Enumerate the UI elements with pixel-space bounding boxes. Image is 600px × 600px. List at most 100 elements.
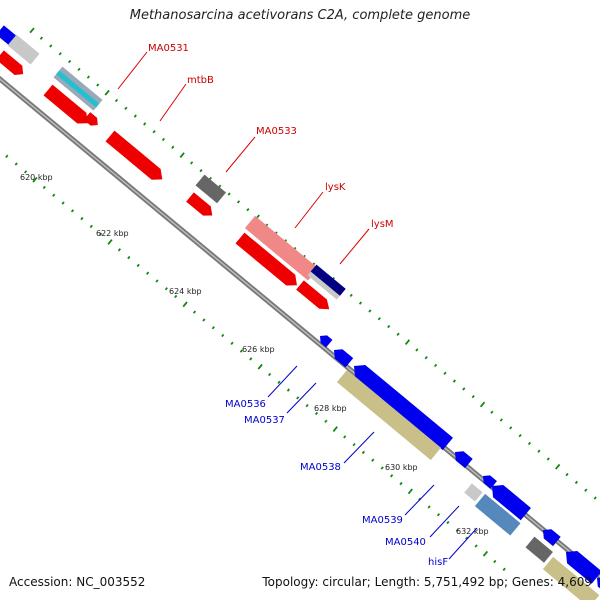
tick-mark [77,67,81,71]
tick-mark [146,271,150,275]
tick-mark [493,559,497,564]
tick-mark [555,463,561,470]
tick-mark [343,435,347,439]
tick-mark [455,528,459,532]
forward-label-leaders [117,51,370,265]
tick-mark [537,449,541,453]
tick-mark [377,317,381,321]
tick-mark [68,59,72,64]
tick-mark [174,294,178,299]
tick-mark [114,98,119,103]
gene-feature[interactable] [195,174,227,204]
gene-feature[interactable] [186,192,216,220]
tick-mark [164,287,168,291]
tick-mark [509,426,513,430]
gene-label-ma0537: MA0537 [244,415,285,426]
gene-feature[interactable] [561,546,600,584]
gene-feature[interactable] [480,472,497,489]
gene-feature[interactable] [83,112,101,129]
tick-mark [452,379,456,383]
tick-mark [499,418,503,422]
gene-feature[interactable] [0,50,27,78]
tick-mark [268,372,272,377]
gene-feature[interactable] [539,525,561,547]
scale-label-622: 622 kbp [96,229,129,238]
tick-mark [296,396,300,400]
tick-mark [230,341,234,345]
tick-mark [286,388,290,392]
reverse-label-leaders [267,365,478,560]
tick-mark [361,450,365,455]
tick-mark [14,162,18,166]
tick-mark [277,380,281,384]
tick-mark [133,114,137,118]
tick-mark [446,520,450,525]
gene-feature[interactable] [43,84,93,129]
gene-feature[interactable] [451,447,473,469]
tick-mark [482,550,489,557]
tick-mark [462,387,466,391]
tick-mark [202,318,206,322]
tick-mark [155,279,159,283]
gene-feature[interactable] [296,280,333,314]
genome-summary: Topology: circular; Length: 5,751,492 bp… [262,575,592,589]
tick-mark [182,301,188,308]
gene-label-ma0538: MA0538 [300,462,341,473]
tick-mark [39,36,43,40]
tick-mark [61,201,65,205]
tick-mark [117,248,121,252]
tick-mark [465,536,469,540]
accession-text: Accession: NC_003552 [9,575,146,589]
tick-mark [52,193,56,197]
gene-feature[interactable] [7,34,40,65]
gene-feature[interactable] [349,360,453,451]
tick-mark [161,137,166,142]
forward-strand-features [0,25,346,314]
gene-label-ma0531: MA0531 [148,43,189,54]
scale-label-628: 628 kbp [314,404,347,413]
tick-mark [32,176,38,183]
tick-mark [104,89,110,96]
tick-mark [239,349,243,353]
tick-mark [424,356,428,360]
gene-label-ma0539: MA0539 [362,515,403,526]
tick-mark [49,44,53,48]
tick-mark [249,357,253,361]
tick-mark [192,310,197,314]
gene-feature[interactable] [235,232,302,291]
tick-mark [171,145,175,149]
gene-feature[interactable] [307,264,346,300]
tick-mark [136,263,140,268]
scale-label-624: 624 kbp [169,287,202,296]
gene-feature[interactable] [330,345,354,368]
tick-mark [436,513,441,517]
gene-feature[interactable] [244,215,319,281]
gene-feature[interactable] [105,130,167,185]
tick-mark [127,255,131,260]
tick-mark [324,419,328,423]
tick-mark [396,332,400,336]
tick-mark [89,224,93,229]
gene-label-lysm: lysM [371,219,394,230]
tick-mark [221,333,225,338]
tick-mark [415,348,419,352]
tick-mark [527,441,532,446]
tick-mark [546,457,550,461]
tick-mark [474,544,478,548]
tick-mark [24,170,28,174]
tick-mark [80,216,84,221]
gene-feature[interactable] [525,536,553,563]
tick-mark [434,363,438,368]
gene-feature[interactable] [53,66,103,111]
tick-mark [399,481,403,486]
gene-feature[interactable] [542,556,600,600]
gene-feature[interactable] [464,483,483,502]
gene-feature[interactable] [317,332,333,348]
tick-mark [479,401,486,408]
tick-mark [368,309,372,313]
gene-feature[interactable] [487,480,531,521]
tick-mark [390,474,394,478]
tick-mark [404,339,411,345]
gene-feature[interactable] [336,369,441,461]
gene-feature[interactable] [474,493,521,536]
